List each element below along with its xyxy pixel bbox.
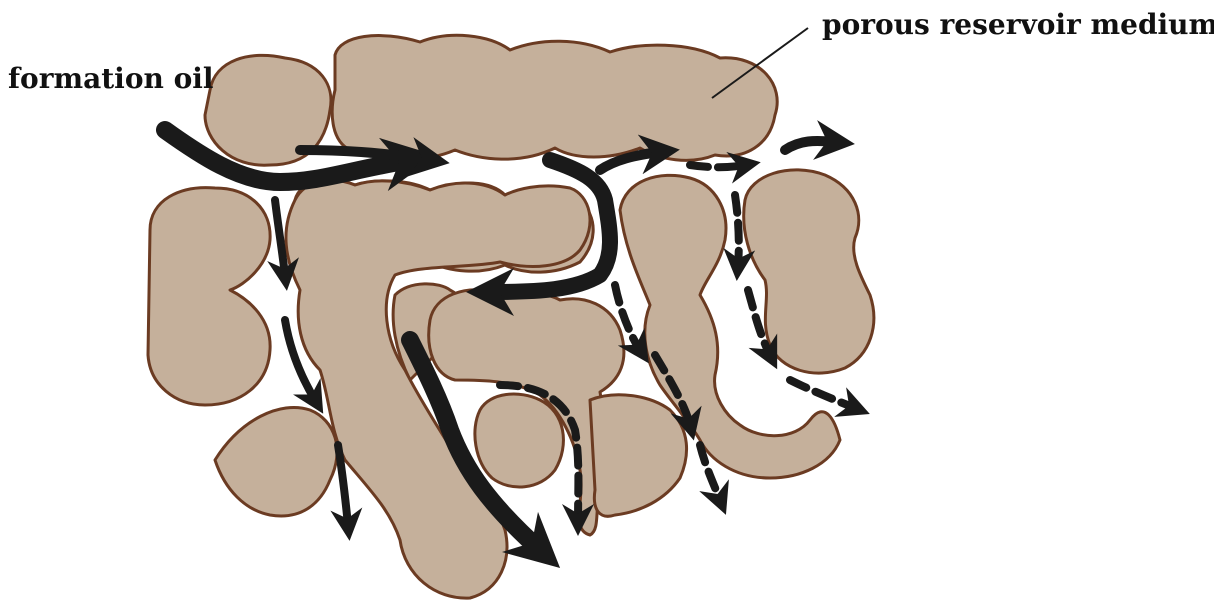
formation-oil-label: formation oil [8,62,214,95]
flow-arrow-dashed-8 [690,165,745,167]
flow-arrow-dashed-7 [790,380,855,408]
grain-small-round [475,394,564,487]
flow-arrow-left-down [275,200,285,275]
flow-arrow-dashed-5 [735,195,739,265]
grain-top-chain [332,35,777,160]
porous-medium-label: porous reservoir medium [822,8,1214,41]
grain-left-lower [215,407,337,516]
grain-right-lower-block [590,395,687,516]
flow-arrow-top-right [785,141,835,150]
grain-left-upper [148,188,270,405]
